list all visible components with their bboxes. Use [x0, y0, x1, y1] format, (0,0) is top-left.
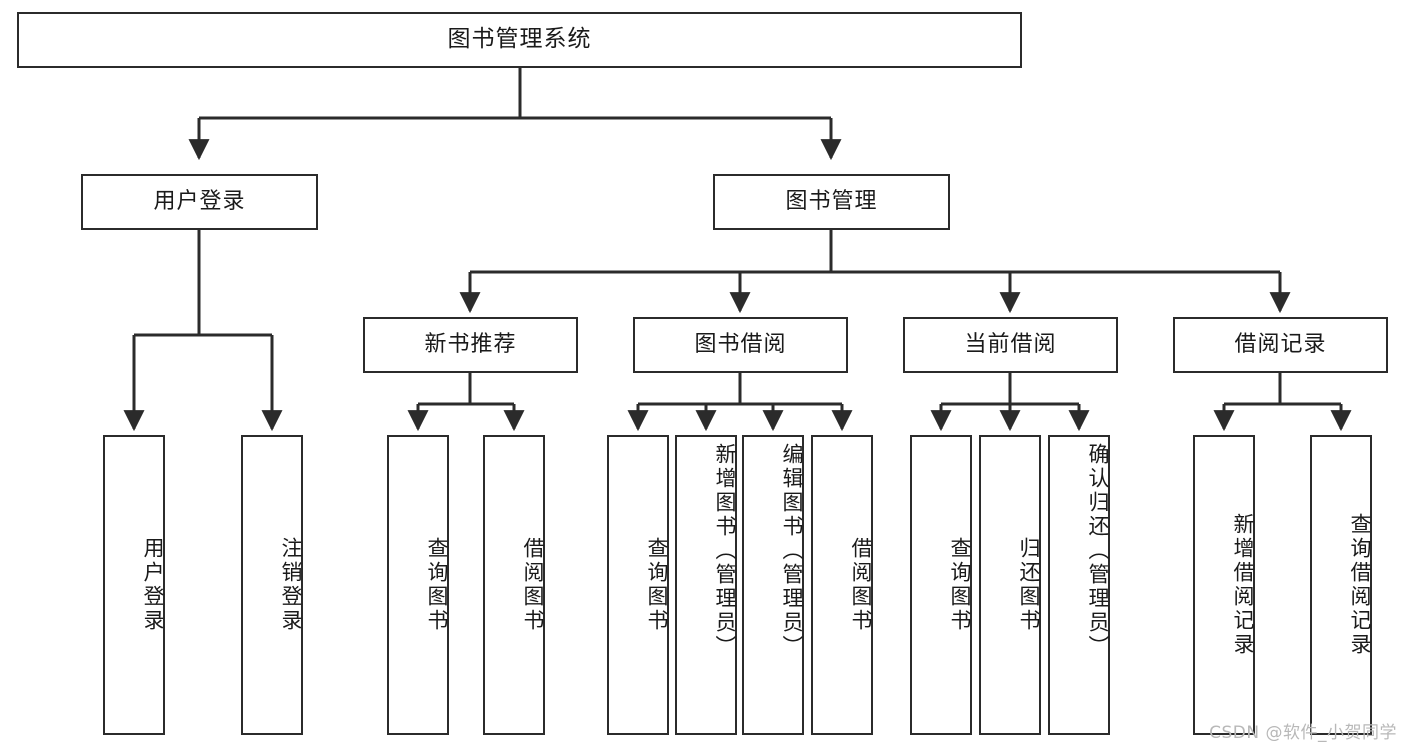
node-leaf-query-book-recommend[interactable]: 查询图书	[387, 435, 449, 735]
node-label: 用户登录	[141, 537, 165, 633]
node-leaf-borrow-book-recommend[interactable]: 借阅图书	[483, 435, 545, 735]
node-label: 查询图书	[948, 537, 972, 633]
node-book-borrow[interactable]: 图书借阅	[633, 317, 848, 373]
node-current-borrow[interactable]: 当前借阅	[903, 317, 1118, 373]
node-new-book-recommend[interactable]: 新书推荐	[363, 317, 578, 373]
node-borrow-record[interactable]: 借阅记录	[1173, 317, 1388, 373]
node-leaf-return-book[interactable]: 归还图书	[979, 435, 1041, 735]
node-leaf-add-borrow-record[interactable]: 新增借阅记录	[1193, 435, 1255, 735]
node-label: 新增借阅记录	[1231, 513, 1255, 657]
watermark-text: CSDN @软件_小贺同学	[1209, 723, 1397, 743]
node-leaf-borrow-book[interactable]: 借阅图书	[811, 435, 873, 735]
node-label: 图书借阅	[694, 332, 787, 358]
node-leaf-query-book-current[interactable]: 查询图书	[910, 435, 972, 735]
node-label: 归还图书	[1017, 537, 1041, 633]
node-user-login[interactable]: 用户登录	[81, 174, 318, 230]
node-label: 编辑图书（管理员）	[780, 443, 804, 659]
node-label: 图书管理	[785, 189, 878, 215]
node-label: 确认归还（管理员）	[1086, 443, 1110, 659]
node-label: 查询图书	[645, 537, 669, 633]
node-label: 借阅图书	[521, 537, 545, 633]
node-label: 借阅图书	[849, 537, 873, 633]
node-leaf-query-book-borrow[interactable]: 查询图书	[607, 435, 669, 735]
node-label: 用户登录	[153, 189, 246, 215]
node-label: 图书管理系统	[447, 26, 592, 53]
node-label: 当前借阅	[964, 332, 1057, 358]
node-leaf-confirm-return-admin[interactable]: 确认归还（管理员）	[1048, 435, 1110, 735]
node-label: 新增图书（管理员）	[713, 443, 737, 659]
node-leaf-logout[interactable]: 注销登录	[241, 435, 303, 735]
node-label: 注销登录	[279, 537, 303, 633]
node-leaf-query-borrow-record[interactable]: 查询借阅记录	[1310, 435, 1372, 735]
node-label: 新书推荐	[424, 332, 517, 358]
node-leaf-edit-book-admin[interactable]: 编辑图书（管理员）	[742, 435, 804, 735]
node-label: 查询借阅记录	[1348, 513, 1372, 657]
node-book-management[interactable]: 图书管理	[713, 174, 950, 230]
node-leaf-user-login[interactable]: 用户登录	[103, 435, 165, 735]
node-leaf-add-book-admin[interactable]: 新增图书（管理员）	[675, 435, 737, 735]
node-root-book-management-system[interactable]: 图书管理系统	[17, 12, 1022, 68]
node-label: 借阅记录	[1234, 332, 1327, 358]
node-label: 查询图书	[425, 537, 449, 633]
